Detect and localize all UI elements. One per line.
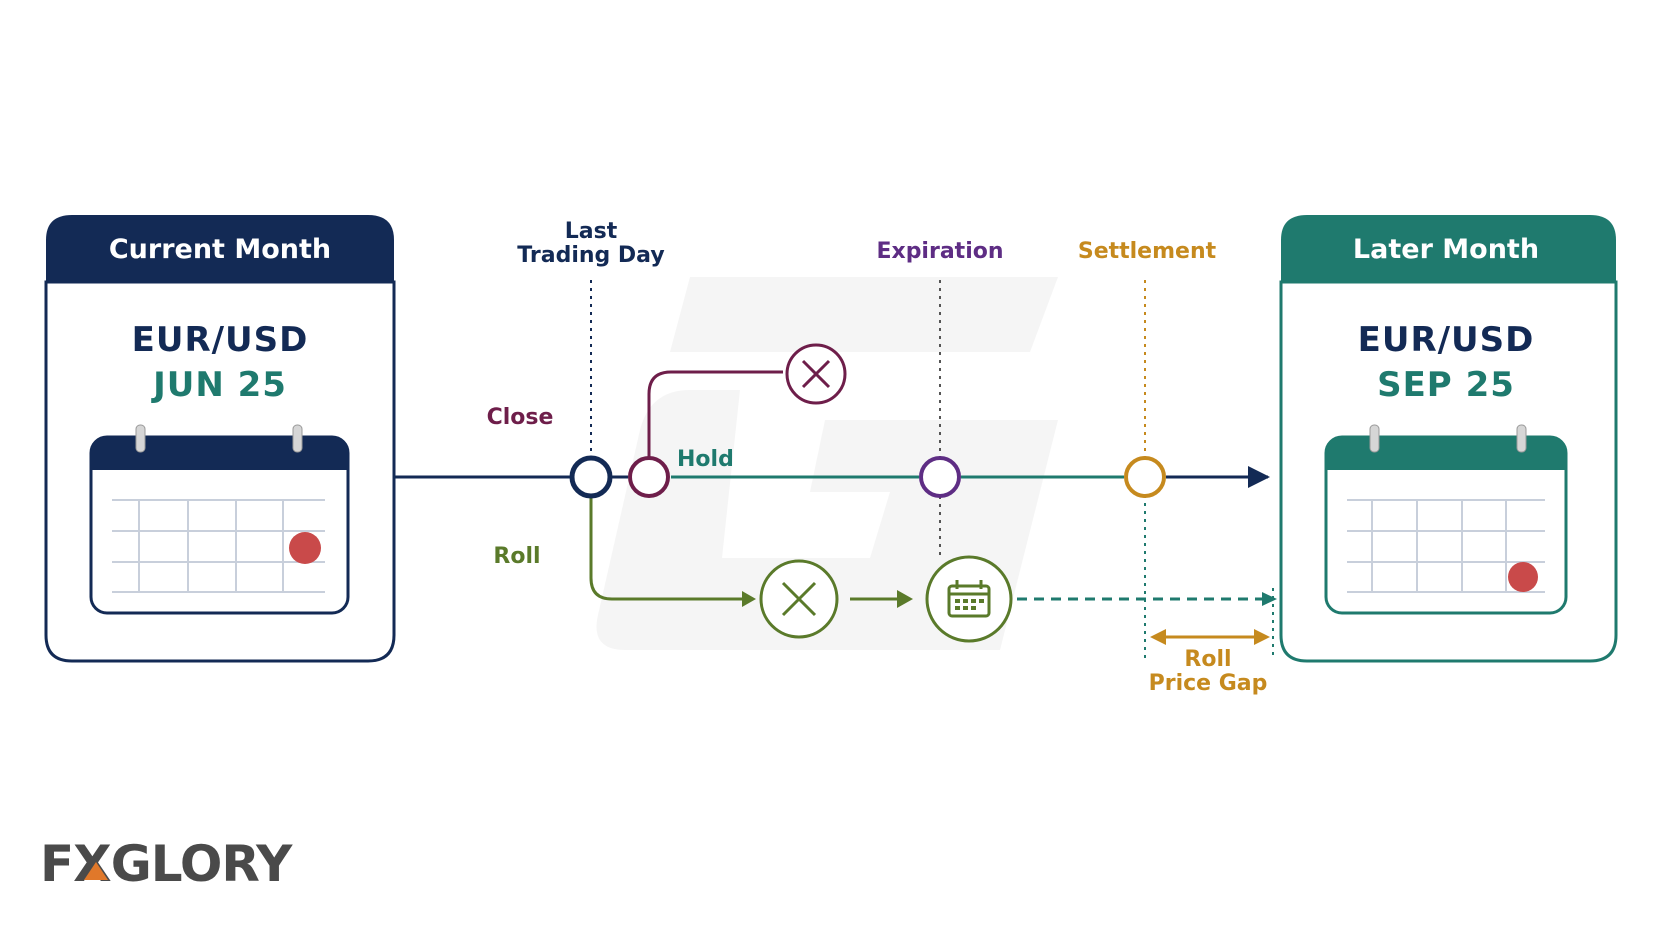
later-card-pair: EUR/USD	[1358, 320, 1535, 360]
expiration-node	[919, 456, 961, 498]
roll-label: Roll	[493, 544, 540, 569]
close-node	[628, 456, 670, 498]
calendar-icon	[89, 424, 350, 615]
roll-next-arrowhead	[1262, 592, 1277, 606]
close-label: Close	[487, 405, 554, 430]
current-card-pair: EUR/USD	[132, 320, 309, 360]
close-path-line	[647, 370, 783, 459]
roll-arrowhead-1	[742, 591, 756, 607]
current-card-title: Current Month	[109, 234, 331, 265]
settlement-node	[1124, 456, 1166, 498]
later-card-header	[1281, 215, 1616, 282]
logo-wordmark: FXGLORY	[40, 835, 293, 893]
later-month-card: Later Month EUR/USD SEP 25	[1279, 215, 1618, 663]
current-card-contract: JUN 25	[151, 365, 287, 405]
roll-path-line	[589, 497, 748, 601]
current-month-card: Current Month EUR/USD JUN 25	[44, 215, 396, 663]
later-card-title: Later Month	[1353, 234, 1539, 265]
calendar-icon	[1324, 424, 1568, 615]
roll-price-gap-label-line2: Price Gap	[1149, 671, 1268, 696]
fxglory-logo: FXGLORY	[40, 835, 294, 893]
later-card-contract: SEP 25	[1377, 365, 1515, 405]
calendar-marked-day	[289, 532, 321, 564]
logo-accent	[84, 862, 108, 880]
roll-price-gap-label-line1: Roll	[1184, 647, 1231, 672]
roll-price-gap-arrow-left	[1150, 629, 1166, 645]
last-trading-day-node	[569, 455, 613, 499]
calendar-marked-day	[1508, 562, 1538, 592]
expiration-label: Expiration	[876, 239, 1003, 264]
roll-arrowhead-2	[897, 590, 913, 608]
x-circle-icon	[785, 343, 847, 405]
settlement-label: Settlement	[1078, 239, 1217, 264]
hold-label: Hold	[677, 447, 734, 472]
last-trading-day-label-line2: Trading Day	[517, 243, 664, 268]
calendar-icon	[925, 555, 1013, 643]
x-circle-icon	[759, 559, 839, 639]
timeline-arrowhead	[1248, 466, 1270, 488]
current-card-header	[46, 215, 394, 282]
roll-price-gap-arrow-right	[1254, 629, 1270, 645]
last-trading-day-label-line1: Last	[565, 219, 618, 244]
